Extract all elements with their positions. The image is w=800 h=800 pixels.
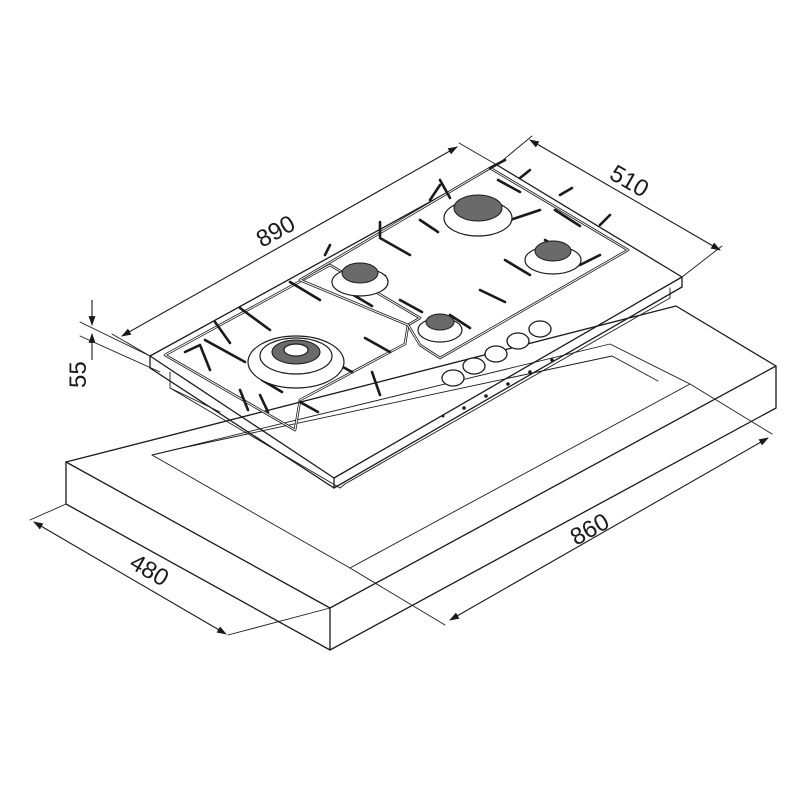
- dimension-890: [111, 142, 498, 357]
- knob-5: [528, 320, 552, 338]
- pan-supports: [163, 158, 630, 432]
- control-knobs: [441, 320, 554, 418]
- rapid-burner: [443, 194, 513, 237]
- knob-2: [462, 357, 486, 375]
- label-55: 55: [65, 361, 92, 388]
- burners: [247, 194, 582, 389]
- label-510: 510: [605, 160, 653, 203]
- countertop-cutout: [65, 305, 777, 651]
- knob-3: [484, 345, 508, 363]
- dimension-510: [496, 135, 723, 278]
- wok-burner: [247, 335, 345, 389]
- label-890: 890: [252, 210, 300, 253]
- dimension-480: [29, 503, 331, 636]
- knob-4: [506, 332, 530, 350]
- semi-rapid-burner-right: [524, 240, 582, 275]
- label-480: 480: [125, 549, 173, 592]
- knob-1: [441, 369, 465, 387]
- label-860: 860: [566, 508, 614, 551]
- hob-body: [149, 164, 683, 489]
- knob-indicator-dots: [441, 358, 554, 418]
- dimension-55: [79, 300, 161, 373]
- semi-rapid-burner-left: [331, 262, 389, 297]
- dimension-860: [349, 383, 773, 626]
